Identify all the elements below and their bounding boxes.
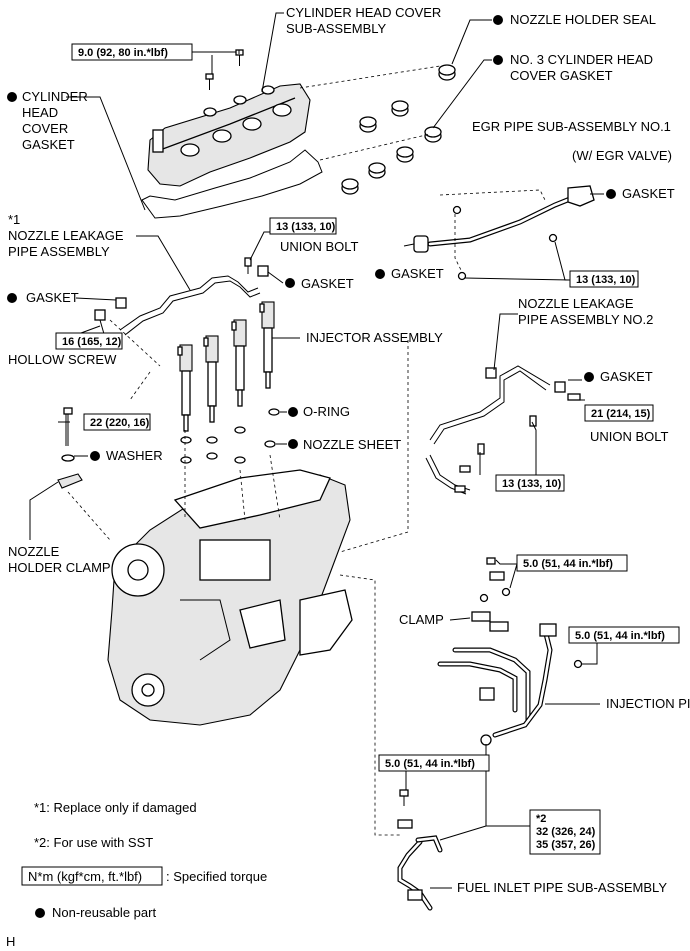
nozzle-sheet-label: NOZZLE SHEET [303, 437, 401, 452]
nozzle-leakage-pipe-label-3: PIPE ASSEMBLY [8, 244, 110, 259]
egr-valve-label: (W/ EGR VALVE) [572, 148, 672, 163]
cylinder-head-cover-gasket-label-2: HEAD [22, 105, 58, 120]
cylinder-head-cover-gasket-drawing [141, 149, 323, 219]
no3-cylinder-head-cover-gasket-label-1: NO. 3 CYLINDER HEAD [510, 52, 653, 67]
cylinder-head-cover-label-1: CYLINDER HEAD COVER [286, 5, 441, 20]
nozzle-leakage-pipe-no2-label-2: PIPE ASSEMBLY NO.2 [518, 312, 653, 327]
injection-pipes-drawing [437, 557, 583, 746]
o-rings-drawing [180, 408, 280, 464]
bullet-icon [493, 55, 503, 65]
clamp-bolt-washer-drawing [57, 407, 83, 489]
torque-hollow-screw: 16 (165, 12) [62, 336, 122, 348]
torque-multi-line-2: 32 (326, 24) [536, 826, 596, 838]
bullet-icon [90, 451, 100, 461]
bullet-icon [288, 439, 298, 449]
nozzle-holder-clamp-label-2: HOLDER CLAMP [8, 560, 111, 575]
torque-union-bolt-2: 21 (214, 15) [591, 408, 651, 420]
egr-pipe-label: EGR PIPE SUB-ASSEMBLY NO.1 [472, 119, 671, 134]
injector-assembly-label: INJECTOR ASSEMBLY [306, 330, 443, 345]
fuel-inlet-pipe-drawing [397, 789, 443, 911]
clamp-label: CLAMP [399, 612, 444, 627]
bullet-icon [35, 908, 45, 918]
egr-gasket-left-label: GASKET [391, 266, 444, 281]
torque-fuel-inlet-bolt: 5.0 (51, 44 in.*lbf) [385, 758, 475, 770]
fuel-inlet-pipe-label: FUEL INLET PIPE SUB-ASSEMBLY [457, 880, 667, 895]
nozzle-leakage-pipe-no2-drawing [425, 365, 581, 495]
bullet-icon [606, 189, 616, 199]
union-gasket-label: GASKET [301, 276, 354, 291]
legend-non-reusable: Non-reusable part [52, 905, 156, 920]
nozzle-leakage-pipe-no2-label-1: NOZZLE LEAKAGE [518, 296, 634, 311]
washer-label: WASHER [106, 448, 163, 463]
cylinder-head-cover-drawing [147, 83, 311, 187]
torque-union-bolt: 13 (133, 10) [276, 221, 336, 233]
legend-note-1: *1: Replace only if damaged [34, 800, 197, 815]
bullet-icon [285, 278, 295, 288]
nozzle-holder-clamp-label-1: NOZZLE [8, 544, 60, 559]
torque-clamp-right: 5.0 (51, 44 in.*lbf) [575, 630, 665, 642]
leak-pipe-gasket-label: GASKET [600, 369, 653, 384]
cylinder-head-cover-gasket-label-4: GASKET [22, 137, 75, 152]
bullet-icon [493, 15, 503, 25]
union-bolt-2-label: UNION BOLT [590, 429, 669, 444]
egr-gasket-right-label: GASKET [622, 186, 675, 201]
hollow-screw-label: HOLLOW SCREW [8, 352, 117, 367]
nozzle-holder-seal-label: NOZZLE HOLDER SEAL [510, 12, 656, 27]
corner-mark: H [6, 934, 15, 949]
torque-egr-bolt: 13 (133, 10) [576, 274, 636, 286]
cylinder-head-cover-label-2: SUB-ASSEMBLY [286, 21, 387, 36]
torque-clamp-top: 5.0 (51, 44 in.*lbf) [523, 558, 613, 570]
non-reusable-markers [7, 15, 616, 918]
torque-boxes [21, 43, 680, 886]
torque-clamp-bolt: 22 (220, 16) [90, 417, 150, 429]
injection-pipe-label: INJECTION PIPE [606, 696, 690, 711]
union-bolt-label: UNION BOLT [280, 239, 359, 254]
leader-lines [29, 12, 604, 889]
bullet-icon [7, 92, 17, 102]
no3-cylinder-head-cover-gasket-label-2: COVER GASKET [510, 68, 613, 83]
torque-multi-line-3: 35 (357, 26) [536, 839, 596, 851]
nozzle-leakage-pipe-label-1: *1 [8, 212, 20, 227]
hollow-screw-gasket-label: GASKET [26, 290, 79, 305]
injector-assemblies-drawing [177, 301, 275, 432]
legend-torque-desc: : Specified torque [166, 869, 267, 884]
egr-pipe-drawing [413, 185, 595, 281]
bullet-icon [375, 269, 385, 279]
torque-cover-bolt: 9.0 (92, 80 in.*lbf) [78, 47, 168, 59]
cylinder-head-cover-gasket-label-1: CYLINDER [22, 89, 88, 104]
o-ring-label: O-RING [303, 404, 350, 419]
torque-leak-pipe-bolt: 13 (133, 10) [502, 478, 562, 490]
nozzle-leakage-pipe-label-2: NOZZLE LEAKAGE [8, 228, 124, 243]
legend-note-2: *2: For use with SST [34, 835, 153, 850]
bullet-icon [584, 372, 594, 382]
engine-drawing [107, 469, 353, 726]
bullet-icon [288, 407, 298, 417]
legend-torque-unit: N*m (kgf*cm, ft.*lbf) [28, 869, 142, 884]
cylinder-head-cover-gasket-label-3: COVER [22, 121, 68, 136]
nozzle-leakage-pipe-drawing [94, 257, 269, 336]
torque-multi-line-1: *2 [536, 813, 546, 825]
bullet-icon [7, 293, 17, 303]
nozzle-holder-seals-drawing [341, 64, 456, 195]
